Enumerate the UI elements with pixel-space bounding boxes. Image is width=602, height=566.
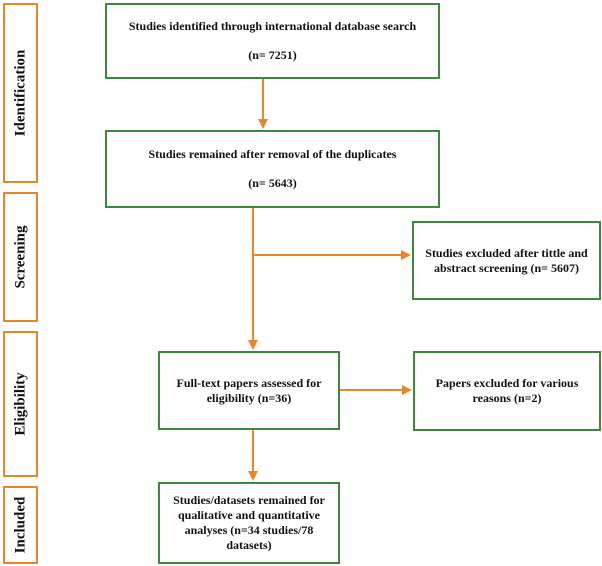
box-included-line3: analyses (n=34 studies/78 xyxy=(184,523,314,537)
box-fulltext-line1: Full-text papers assessed for xyxy=(176,375,322,390)
box-after-duplicates-text: Studies remained after removal of the du… xyxy=(148,147,397,161)
stage-identification: Identification xyxy=(3,3,38,183)
box-excluded-screening-line2: abstract screening (n= 5607) xyxy=(434,260,579,275)
box-included-line2: qualitative and quantitative xyxy=(177,508,321,522)
box-identified: Studies identified through international… xyxy=(105,3,440,79)
box-fulltext: Full-text papers assessed for eligibilit… xyxy=(158,351,340,430)
box-excluded-screening: Studies excluded after tittle and abstra… xyxy=(412,221,601,300)
box-identified-text: Studies identified through international… xyxy=(128,19,417,33)
box-excluded-reasons-line2: reasons (n=2) xyxy=(472,391,542,405)
box-included: Studies/datasets remained for qualitativ… xyxy=(158,482,340,564)
box-after-duplicates-count: (n= 5643) xyxy=(248,176,297,190)
box-included-line1: Studies/datasets remained for xyxy=(173,493,325,507)
stage-screening: Screening xyxy=(3,192,38,322)
stage-eligibility: Eligibility xyxy=(3,331,38,477)
box-included-line4: datasets) xyxy=(226,538,272,552)
stage-included: Included xyxy=(3,486,38,564)
box-after-duplicates: Studies remained after removal of the du… xyxy=(105,130,440,208)
box-excluded-screening-line1: Studies excluded after tittle and xyxy=(425,245,588,260)
box-fulltext-line2: eligibility (n=36) xyxy=(206,390,292,405)
box-excluded-reasons: Papers excluded for various reasons (n=2… xyxy=(413,351,601,431)
box-identified-count: (n= 7251) xyxy=(248,48,297,62)
box-excluded-reasons-line1: Papers excluded for various xyxy=(435,376,579,390)
